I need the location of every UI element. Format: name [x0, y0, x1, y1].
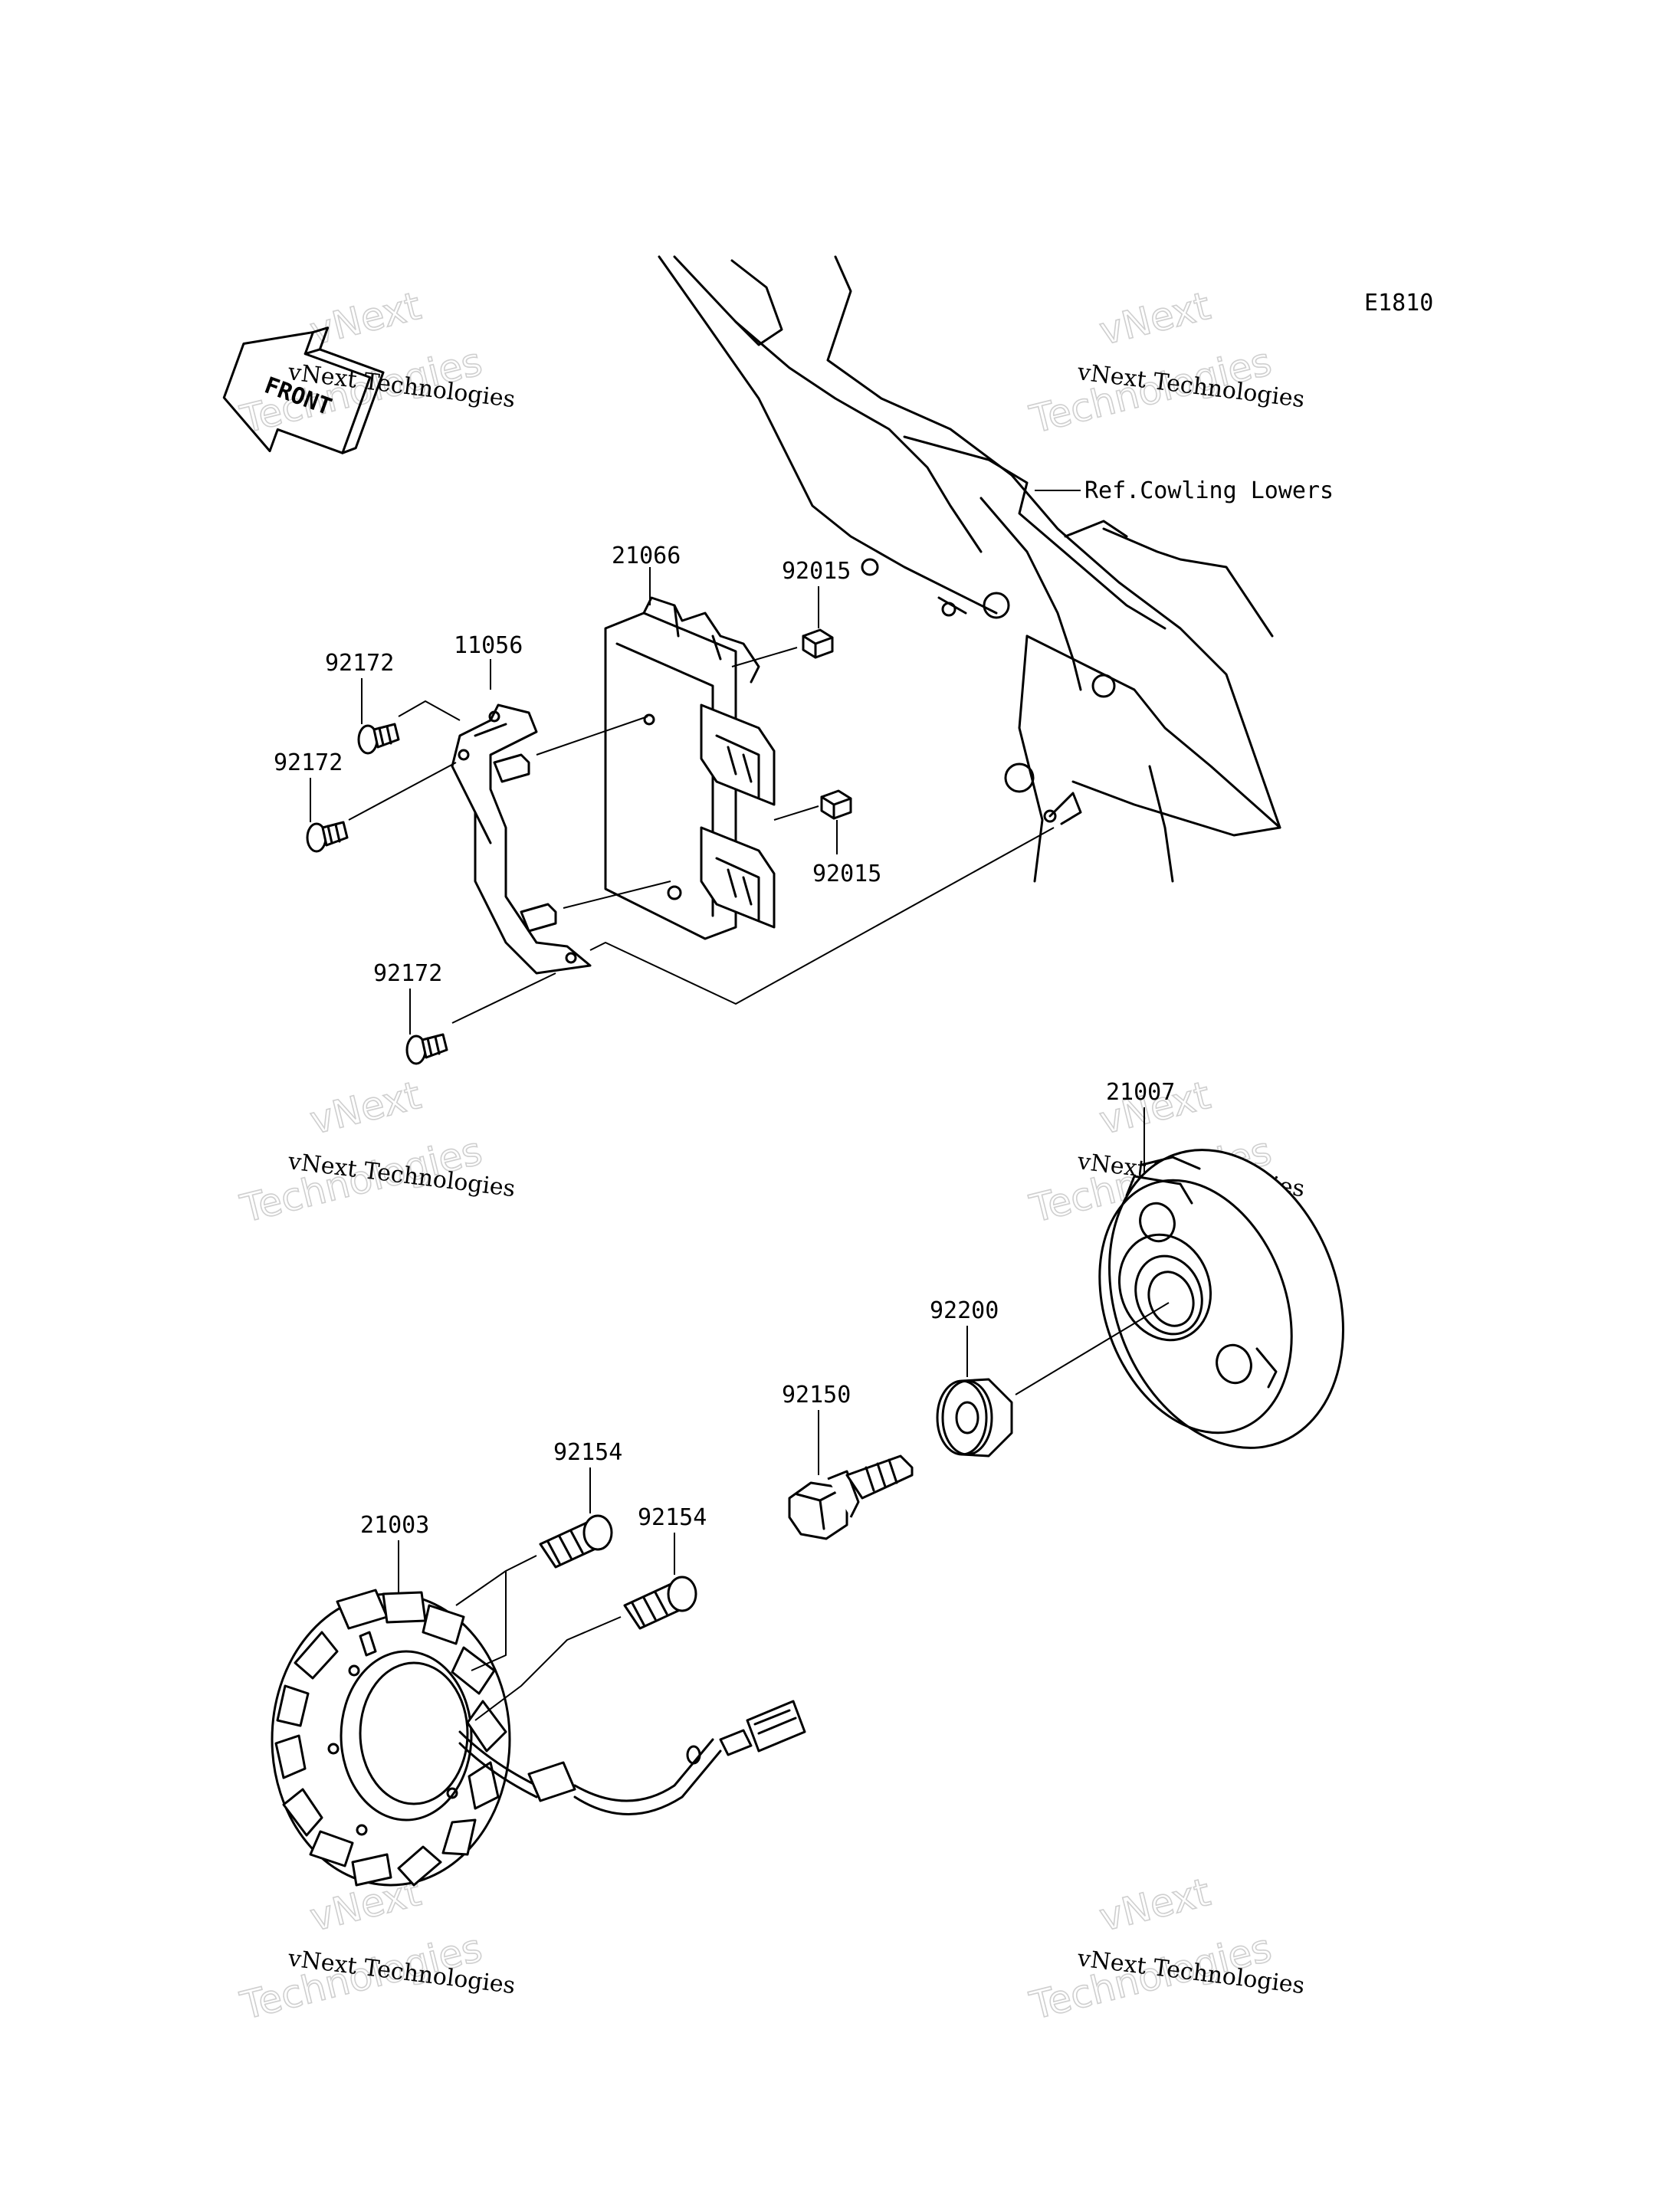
flywheel-rotor: [1098, 1149, 1344, 1449]
watermark-mid-left: vNext Technologies vNext Technologies: [235, 1072, 517, 1231]
label-screw-middle: 92172: [274, 749, 343, 776]
label-screw-lower: 92172: [373, 960, 442, 987]
stator-bolt-right: [623, 1576, 697, 1630]
screw-upper: [357, 723, 400, 755]
label-rotor: 21007: [1106, 1079, 1175, 1106]
assembly-line-washer: [1015, 1302, 1170, 1395]
watermark-top-left: vNext Technologies vNext Technologies: [235, 283, 517, 442]
label-stator: 21003: [360, 1512, 429, 1539]
nut-lower: [820, 789, 852, 820]
screw-lower: [405, 1033, 448, 1065]
label-rotor-bolt: 92150: [782, 1382, 851, 1408]
watermark-bottom-right: vNext Technologies vNext Technologies: [1025, 1869, 1306, 2028]
svg-text:vNext: vNext: [1095, 284, 1215, 354]
label-nut-upper: 92015: [782, 558, 851, 585]
label-bracket: 11056: [454, 632, 523, 659]
stator-coil: [271, 1589, 806, 1887]
label-nut-lower: 92015: [812, 861, 881, 887]
diagram-code: E1810: [1364, 290, 1433, 316]
regulator-rectifier: [604, 596, 776, 940]
washer: [936, 1378, 1013, 1458]
stator-bolt-left: [539, 1514, 613, 1569]
label-stator-bolt-left: 92154: [553, 1439, 622, 1466]
svg-text:vNext: vNext: [306, 284, 425, 354]
label-screw-upper: 92172: [325, 650, 394, 677]
rotor-bolt: [788, 1454, 914, 1540]
svg-text:vNext: vNext: [1095, 1870, 1215, 1940]
watermark-top-right: vNext Technologies vNext Technologies: [1025, 283, 1306, 442]
frame-cowling-outline: [658, 255, 1281, 883]
watermark-bottom-left: vNext Technologies vNext Technologies: [235, 1869, 517, 2028]
label-washer: 92200: [930, 1297, 999, 1324]
label-regulator: 21066: [612, 543, 681, 569]
assembly-lines-upper: [348, 647, 1055, 1024]
assembly-lines-lower: [455, 1555, 622, 1721]
label-stator-bolt-right: 92154: [638, 1504, 707, 1531]
reference-note: Ref.Cowling Lowers: [1084, 477, 1334, 504]
nut-upper: [802, 628, 834, 659]
regulator-bracket: [451, 703, 592, 975]
svg-text:vNext: vNext: [306, 1073, 425, 1143]
screw-middle: [306, 821, 349, 853]
